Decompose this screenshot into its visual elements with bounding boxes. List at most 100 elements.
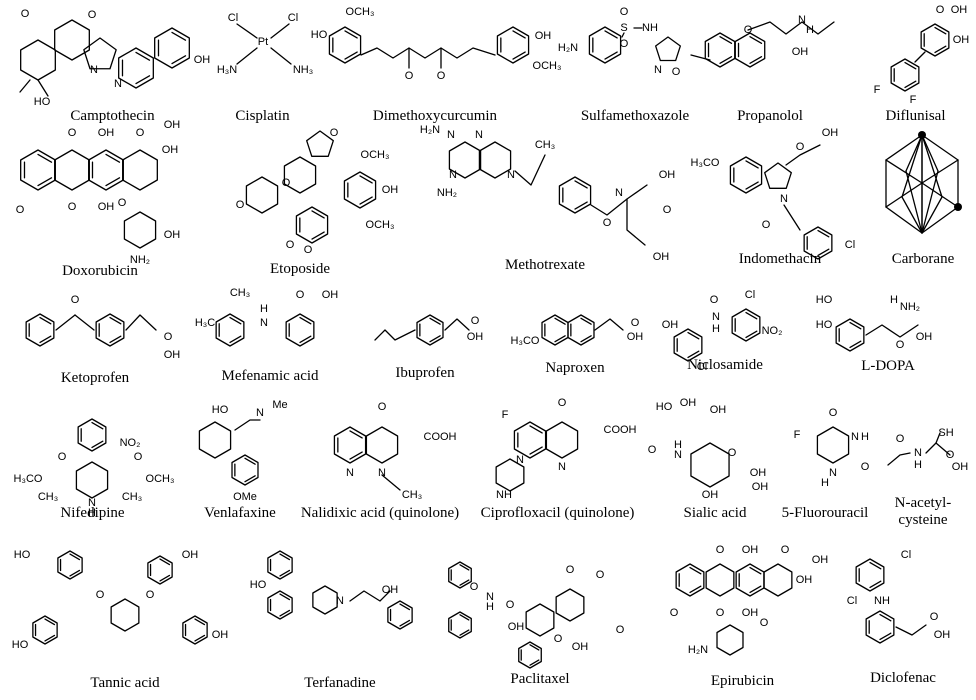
atom-label: H — [674, 439, 682, 451]
ring — [803, 226, 833, 260]
chain — [935, 442, 951, 456]
ring — [920, 23, 950, 57]
atom-label: O — [146, 589, 155, 601]
atom-label: O — [96, 589, 105, 601]
ring — [716, 624, 744, 656]
ring — [734, 32, 766, 68]
compound-name: Ketoprofen — [60, 370, 130, 386]
ring — [705, 563, 735, 597]
atom-label: N — [449, 169, 457, 181]
ring — [448, 611, 472, 639]
ring — [343, 171, 377, 209]
atom-label: O — [16, 204, 25, 216]
chain — [374, 329, 416, 341]
atom-label: N — [486, 591, 494, 603]
chain — [590, 184, 648, 216]
ring — [267, 550, 293, 580]
atom-label: H₂N — [688, 644, 708, 656]
atom-label: O — [670, 607, 679, 619]
ring — [283, 156, 317, 194]
atom-label: Cl — [745, 289, 755, 301]
atom-label: O — [896, 339, 905, 351]
compound-name: Tannic acid — [90, 675, 160, 691]
atom-label: OH — [934, 629, 951, 641]
ring — [448, 561, 472, 589]
atom-label: O — [71, 294, 80, 306]
ring — [558, 176, 592, 214]
bond — [783, 204, 801, 231]
atom-label: H₃CO — [691, 157, 720, 169]
atom-label: N — [475, 129, 483, 141]
atom-label: O — [405, 70, 414, 82]
atom-label: OH — [680, 397, 697, 409]
atom-label: O — [21, 8, 30, 20]
compound-name: N-acetyl- cysteine — [894, 495, 952, 528]
atom-label: H — [890, 294, 898, 306]
bond — [905, 134, 923, 172]
ring — [673, 328, 703, 362]
ring — [122, 149, 158, 191]
atom-label: O — [471, 315, 480, 327]
atom-label: O — [716, 607, 725, 619]
ring — [478, 141, 512, 179]
structure-drawing: OOH — [374, 314, 483, 346]
atom-label: HO — [12, 639, 29, 651]
atom-label: N — [256, 407, 264, 419]
compound-name: Dimethoxycurcumin — [372, 108, 498, 124]
atom-label: NH — [874, 595, 890, 607]
ring — [77, 418, 107, 452]
atom-label: CH₃ — [122, 491, 142, 503]
atom-label: HO — [816, 319, 833, 331]
compound-name: Ibuprofen — [395, 365, 455, 381]
atom-label: OH — [508, 621, 525, 633]
bond — [885, 182, 923, 208]
atom-label: N — [114, 78, 122, 90]
ring — [75, 461, 109, 499]
ring — [83, 37, 117, 70]
atom-label: N — [378, 467, 386, 479]
chain — [594, 318, 624, 331]
atom-label: OH — [659, 169, 676, 181]
ring — [198, 421, 232, 459]
chain — [360, 47, 496, 59]
compound-name: Sulfamethoxazole — [580, 108, 690, 124]
atom-label: OCH₃ — [366, 219, 395, 231]
atom-label: F — [874, 84, 881, 96]
atom-label: N — [654, 64, 662, 76]
chain — [514, 154, 546, 186]
atom-label: H₃N — [217, 64, 237, 76]
atom-label: N — [336, 595, 344, 607]
ring — [328, 26, 362, 64]
atom-label: O — [596, 569, 605, 581]
atom-label: S — [620, 22, 627, 34]
atom-label: OH — [951, 4, 968, 16]
chain — [785, 144, 821, 166]
ring — [496, 26, 530, 64]
atom-label: NH₂ — [900, 301, 920, 313]
compound-name: Venlafaxine — [204, 505, 276, 521]
atom-label: OCH₃ — [346, 6, 375, 18]
compound-name: Naproxen — [545, 360, 605, 376]
atom-label: O — [282, 177, 291, 189]
chain — [865, 324, 919, 338]
bond — [55, 314, 76, 331]
ring — [182, 615, 208, 645]
ring — [32, 615, 58, 645]
atom-label: O — [616, 624, 625, 636]
atom-label: Pt — [258, 36, 268, 48]
atom-label: OH — [742, 544, 759, 556]
ring — [545, 421, 579, 459]
